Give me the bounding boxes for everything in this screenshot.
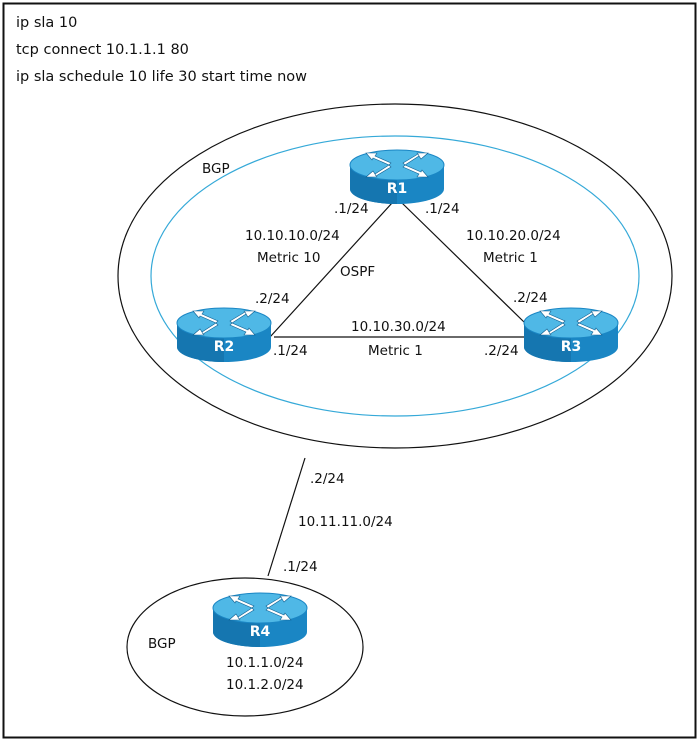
link-r1-r2 [269,202,393,338]
config-line-3: ip sla schedule 10 life 30 start time no… [16,69,307,85]
router-r2: R2 [176,307,272,363]
router-r3-label: R3 [561,339,582,355]
router-r4: R4 [212,592,308,648]
bgp-zone-upper [117,103,673,449]
r2-r3-r3-end: .2/24 [484,343,519,359]
r1-r3-network: 10.10.20.0/24 [466,228,561,244]
ospf-zone [150,135,640,417]
r2-r3-network: 10.10.30.0/24 [351,319,446,335]
bgp-lower-label: BGP [148,636,176,652]
router-r1-label: R1 [387,181,408,197]
bgp-r4-upper-end: .2/24 [310,471,345,487]
router-r3: R3 [523,307,619,363]
router-r2-label: R2 [214,339,235,355]
ospf-label: OSPF [340,264,375,280]
bgp-r4-r4-end: .1/24 [283,559,318,575]
r2-r3-metric: Metric 1 [368,343,423,359]
router-r1: R1 [349,149,445,205]
r1-r2-network: 10.10.10.0/24 [245,228,340,244]
r4-network-1: 10.1.1.0/24 [226,655,304,671]
link-r1-r3 [401,202,525,323]
r1-r2-r2-end: .2/24 [255,291,290,307]
r1-r2-metric: Metric 10 [257,250,320,266]
r1-r3-r1-end: .1/24 [425,201,460,217]
router-r4-label: R4 [250,624,271,640]
r1-r3-metric: Metric 1 [483,250,538,266]
bgp-r4-network: 10.11.11.0/24 [298,514,393,530]
r2-r3-r2-end: .1/24 [273,343,308,359]
config-line-1: ip sla 10 [16,15,77,31]
link-bgp-r4 [267,457,306,577]
r4-network-2: 10.1.2.0/24 [226,677,304,693]
r1-r3-r3-end: .2/24 [513,290,548,306]
config-line-2: tcp connect 10.1.1.1 80 [16,42,189,58]
r1-r2-r1-end: .1/24 [334,201,369,217]
bgp-upper-label: BGP [202,161,230,177]
bgp-zone-lower [126,577,364,717]
